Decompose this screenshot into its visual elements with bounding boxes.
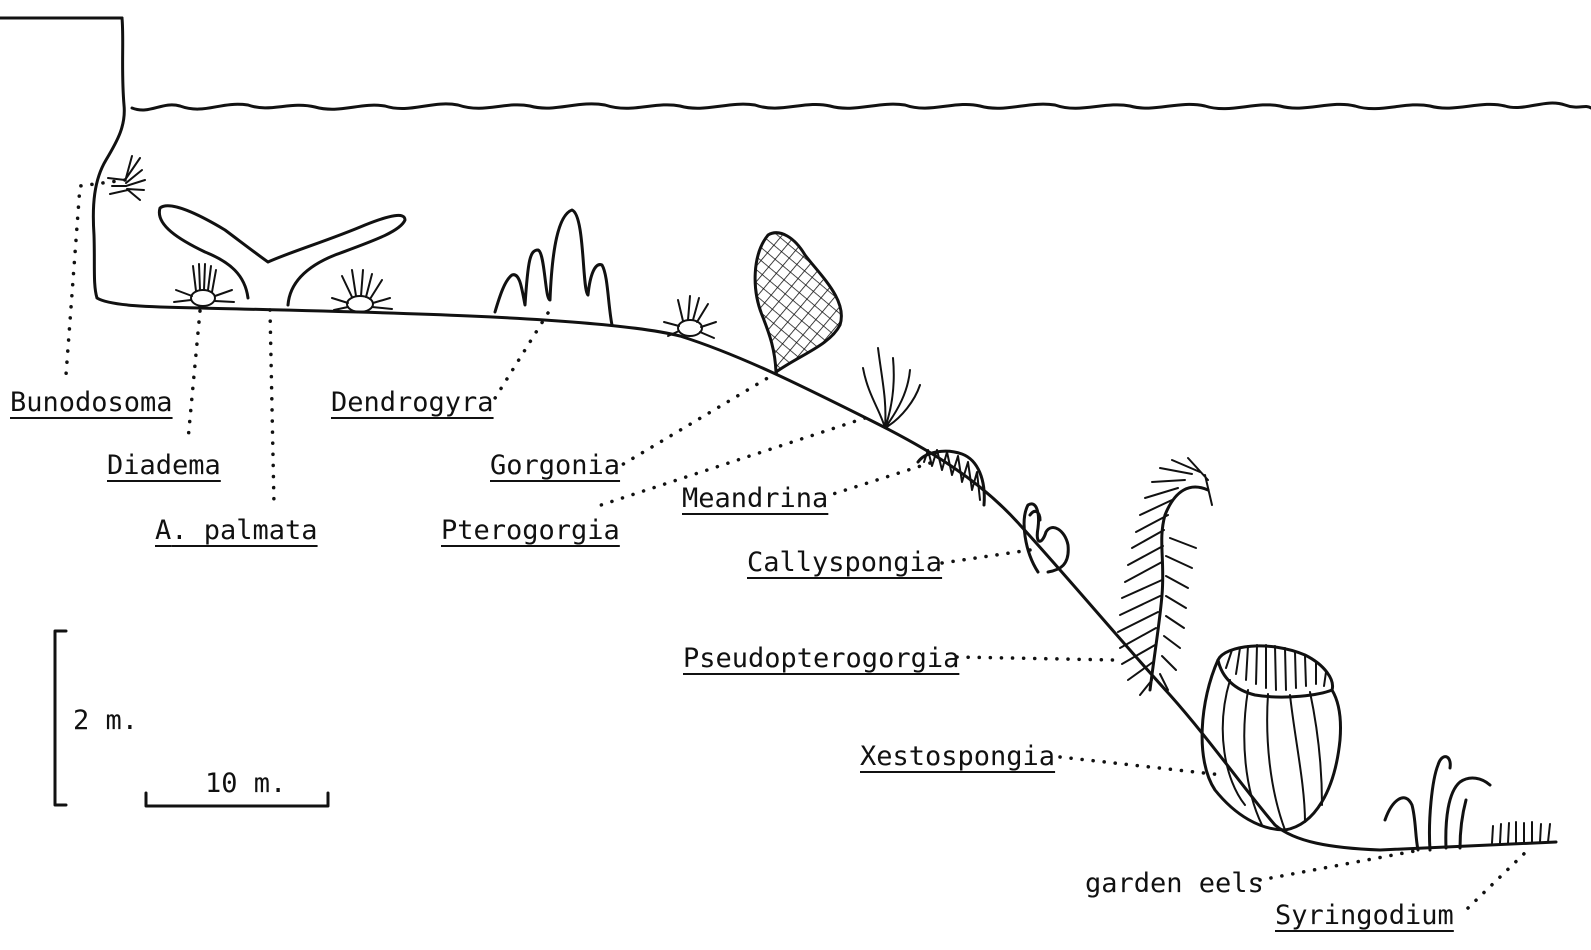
label-pseudopterogorgia: Pseudopterogorgia (683, 643, 959, 675)
label-xestospongia: Xestospongia (860, 741, 1055, 773)
leader-a-palmata (270, 310, 274, 505)
label-gorgonia: Gorgonia (490, 450, 620, 482)
pterogorgia-drawing (863, 348, 920, 428)
label-diadema: Diadema (107, 450, 221, 482)
label-pterogorgia: Pterogorgia (441, 515, 620, 547)
vertical-scale-label: 2 m. (73, 705, 138, 737)
leader-dendrogyra (492, 313, 548, 403)
leader-syringodium (1468, 848, 1530, 908)
syringodium-drawing (1492, 822, 1550, 843)
gorgonia-drawing (740, 220, 860, 380)
pseudopterogorgia-drawing (1118, 458, 1212, 695)
label-garden-eels: garden eels (1085, 868, 1264, 900)
label-dendrogyra: Dendrogyra (331, 387, 494, 419)
leader-xestospongia (1060, 757, 1222, 775)
label-callyspongia: Callyspongia (747, 547, 942, 579)
reef-profile (0, 18, 1556, 850)
vertical-scale-bar (55, 631, 66, 805)
garden-eels-drawing (1385, 757, 1490, 850)
leader-garden-eels (1260, 850, 1420, 880)
leader-meandrina (830, 463, 930, 495)
leader-gorgonia (620, 373, 776, 466)
leader-diadema (188, 311, 200, 440)
label-meandrina: Meandrina (682, 483, 828, 515)
water-surface (0, 18, 1591, 110)
label-a-palmata-rest: . palmata (171, 515, 317, 546)
label-bunodosoma: Bunodosoma (10, 387, 173, 419)
xestospongia-drawing (1202, 645, 1340, 830)
label-syringodium: Syringodium (1275, 900, 1454, 932)
leader-pseudopterogorgia (957, 657, 1115, 660)
meandrina-drawing (918, 450, 984, 505)
label-a-palmata-initial: A (155, 515, 171, 546)
label-a-palmata: A. palmata (155, 515, 318, 547)
bunodosoma-drawing (108, 156, 145, 200)
leader-callyspongia (942, 550, 1030, 563)
horizontal-scale-label: 10 m. (205, 768, 286, 800)
dendrogyra-drawing (495, 210, 612, 325)
